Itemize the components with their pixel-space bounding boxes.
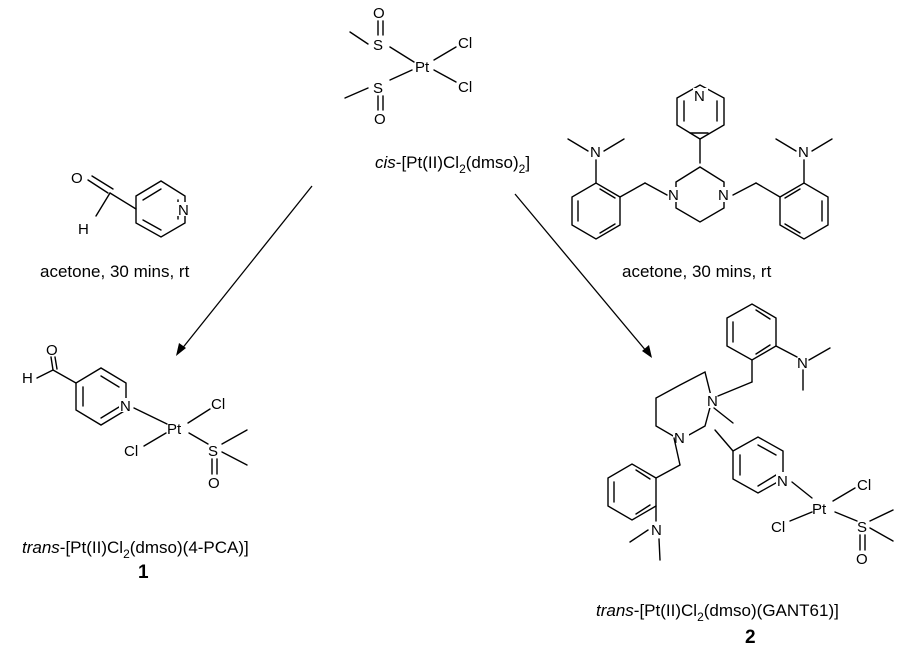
gant61-reagent-structure: N N N N N [567, 84, 833, 240]
chlorine-atom-label: Cl [771, 519, 785, 536]
nitrogen-atom-label: N [694, 88, 705, 105]
start-material-caption: cis-[Pt(II)Cl2(dmso)2] [375, 153, 530, 176]
nitrogen-atom-label: N [674, 430, 685, 447]
nitrogen-atom-label: N [590, 144, 601, 161]
product-1-caption: trans-[Pt(II)Cl2(dmso)(4-PCA)] [22, 538, 249, 561]
chlorine-atom-label: Cl [857, 477, 871, 494]
chlorine-atom-label: Cl [458, 35, 472, 52]
nitrogen-atom-label: N [798, 144, 809, 161]
nitrogen-atom-label: N [120, 398, 131, 415]
oxygen-atom-label: O [856, 551, 868, 568]
nitrogen-atom-label: N [718, 187, 729, 204]
chlorine-atom-label: Cl [124, 443, 138, 460]
right-reaction-conditions: acetone, 30 mins, rt [622, 262, 772, 281]
nitrogen-atom-label: N [651, 522, 662, 539]
product-2-structure: N N N N Pt Cl Cl S O [607, 303, 894, 568]
left-reaction-arrow [176, 185, 313, 356]
sulfur-atom-label: S [208, 443, 218, 460]
platinum-atom-label: Pt [415, 59, 430, 76]
oxygen-atom-label: O [374, 111, 386, 128]
nitrogen-atom-label: N [668, 187, 679, 204]
left-reaction-conditions: acetone, 30 mins, rt [40, 262, 190, 281]
hydrogen-atom-label: H [78, 221, 89, 238]
aldehyde-reagent-structure: O H N [71, 170, 190, 238]
platinum-atom-label: Pt [167, 421, 182, 438]
start-material-structure: S O Pt Cl Cl S O [344, 5, 472, 128]
right-reaction-arrow [514, 193, 652, 358]
platinum-atom-label: Pt [812, 501, 827, 518]
product-2-caption: trans-[Pt(II)Cl2(dmso)(GANT61)] [596, 601, 839, 624]
oxygen-atom-label: O [71, 170, 83, 187]
product-1-number: 1 [138, 562, 149, 583]
oxygen-atom-label: O [46, 342, 58, 359]
sulfur-atom-label: S [373, 80, 383, 97]
product-1-structure: N O H Pt Cl Cl S O [22, 342, 248, 492]
nitrogen-atom-label: N [178, 202, 189, 219]
sulfur-atom-label: S [373, 37, 383, 54]
sulfur-atom-label: S [857, 519, 867, 536]
product-2-number: 2 [745, 627, 756, 648]
nitrogen-atom-label: N [777, 473, 788, 490]
hydrogen-atom-label: H [22, 370, 33, 387]
chlorine-atom-label: Cl [458, 79, 472, 96]
chlorine-atom-label: Cl [211, 396, 225, 413]
oxygen-atom-label: O [208, 475, 220, 492]
oxygen-atom-label: O [373, 5, 385, 22]
nitrogen-atom-label: N [707, 393, 718, 410]
nitrogen-atom-label: N [797, 355, 808, 372]
